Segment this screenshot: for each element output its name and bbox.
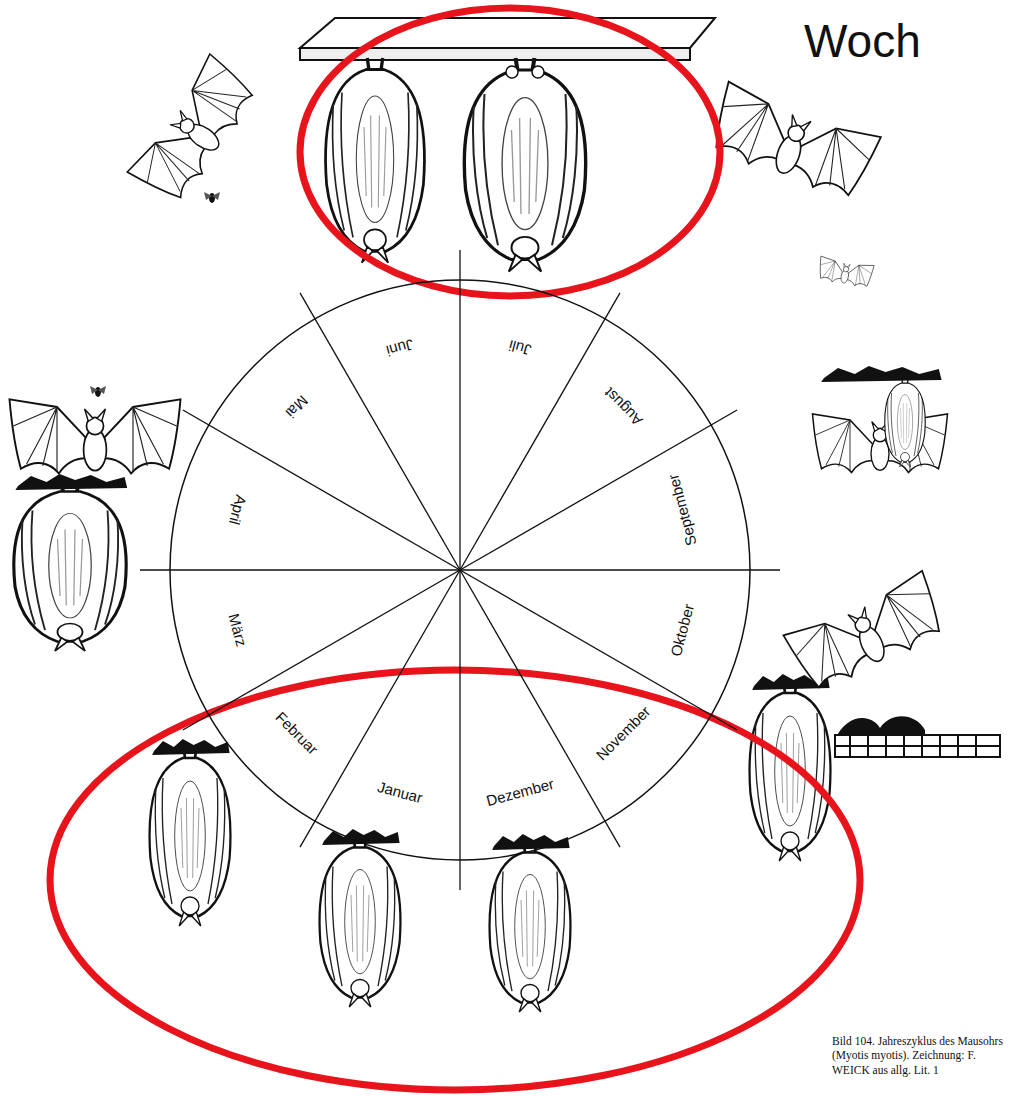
month-label: Dezember (482, 774, 557, 809)
month-label: April (225, 492, 250, 529)
month-wheel: Januar Februar März April Mai Juni JuliAugustS… (140, 250, 780, 890)
month-label: Juli (505, 336, 535, 359)
figure-caption: Bild 104. Jahreszyklus des Mausohrs (Myo… (832, 1034, 1008, 1077)
month-label: Februar (271, 707, 323, 759)
month-label: Oktober (667, 600, 698, 660)
month-label: September (664, 471, 700, 550)
wheel-outline (140, 250, 780, 890)
month-label: Juni (383, 336, 418, 361)
month-label: August (599, 383, 647, 431)
month-label: Mai (281, 391, 313, 423)
month-label: März (225, 609, 251, 649)
page-title: Woch (804, 14, 921, 68)
month-label: November (591, 701, 655, 765)
month-label: Januar (374, 777, 427, 806)
